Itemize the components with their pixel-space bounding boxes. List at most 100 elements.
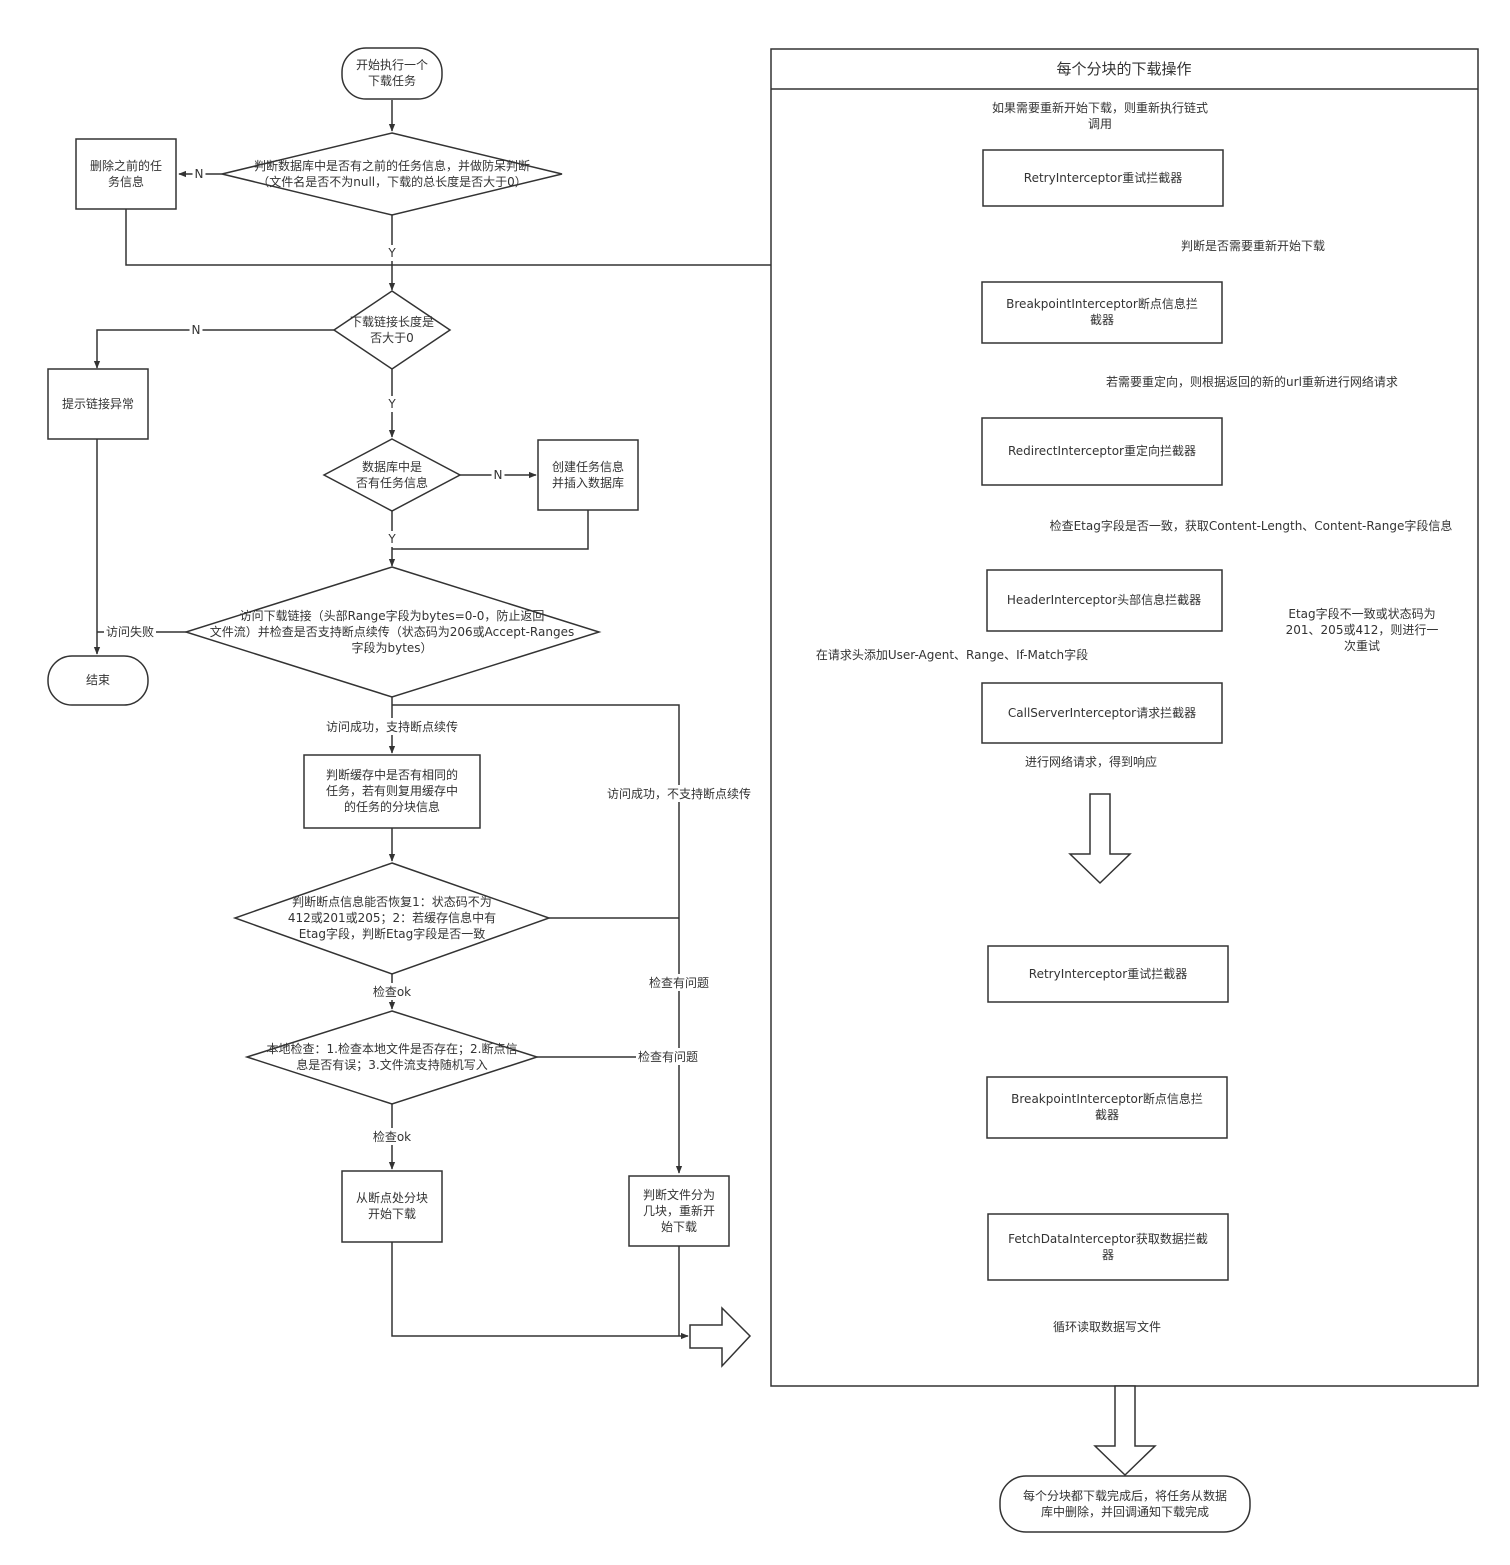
panel-title: 每个分块的下载操作 [1056, 60, 1191, 78]
local-check-decision: 本地检查：1.检查本地文件是否存在；2.断点信息是否有误；3.文件流支持随机写入 [244, 1010, 540, 1105]
connector [93, 329, 334, 369]
start-node: 开始执行一个下载任务 [341, 47, 443, 100]
interceptor-breakpoint-2: BreakpointInterceptor断点信息拦截器 [986, 1076, 1228, 1139]
access-link-decision: 访问下载链接（头部Range字段为bytes=0-0，防止返回文件流）并检查是否… [183, 566, 602, 698]
end-text: 结束 [86, 673, 110, 687]
check-db-text: 判断数据库中是否有之前的任务信息，并做防呆判断（文件名是否不为null，下载的总… [254, 158, 530, 189]
text-line: 库中删除，并回调通知下载完成 [1041, 1504, 1209, 1519]
connector [392, 704, 683, 1174]
db-has-task-text: 数据库中是否有任务信息 [356, 459, 428, 490]
restart-download-box: 判断文件分为几块，重新开始下载 [628, 1175, 730, 1247]
label-background [989, 99, 1211, 132]
text-line: 访问下载链接（头部Range字段为bytes=0-0，防止返回 [240, 608, 545, 623]
label-n-delete: N [195, 167, 204, 181]
text-line: 判断断点信息能否恢复1：状态码不为 [292, 894, 492, 909]
final-text: 每个分块都下载完成后，将任务从数据库中删除，并回调通知下载完成 [1023, 1488, 1227, 1519]
check-db-decision: 判断数据库中是否有之前的任务信息，并做防呆判断（文件名是否不为null，下载的总… [221, 132, 563, 216]
access-link-text: 访问下载链接（头部Range字段为bytes=0-0，防止返回文件流）并检查是否… [210, 608, 574, 655]
check-cache-text: 判断缓存中是否有相同的任务，若有则复用缓存中的任务的分块信息 [326, 767, 458, 814]
panel-down-arrow [1068, 793, 1132, 885]
text-line: 否有任务信息 [356, 475, 428, 490]
text-line: 判断文件分为 [643, 1187, 715, 1202]
text-line: 开始执行一个 [356, 58, 428, 72]
text-line: 结束 [86, 673, 110, 687]
end-node: 结束 [47, 655, 149, 706]
label-background [385, 531, 399, 547]
note-etag: 检查Etag字段是否一致，获取Content-Length、Content-Ra… [1050, 518, 1453, 533]
label-background [1104, 373, 1400, 390]
text-line: 务信息 [108, 174, 144, 189]
text-line: 创建任务信息 [552, 459, 624, 474]
text-line: HeaderInterceptor头部信息拦截器 [1007, 592, 1201, 607]
interceptor-fetchdata-2: FetchDataInterceptor获取数据拦截器 [987, 1213, 1229, 1281]
link-error-box: 提示链接异常 [47, 368, 149, 440]
start-text: 开始执行一个下载任务 [356, 58, 428, 88]
label-background [103, 623, 157, 640]
text-line: FetchDataInterceptor获取数据拦截 [1008, 1231, 1208, 1246]
text-line: 始下载 [661, 1220, 697, 1234]
connector [391, 1242, 689, 1340]
final-node: 每个分块都下载完成后，将任务从数据库中删除，并回调通知下载完成 [999, 1475, 1251, 1533]
text-line: 删除之前的任 [90, 158, 162, 173]
label-background [385, 245, 399, 261]
text-line: 开始下载 [368, 1207, 416, 1221]
db-has-task-decision: 数据库中是否有任务信息 [322, 438, 462, 512]
resume-download-box: 从断点处分块开始下载 [341, 1170, 443, 1243]
note-network: 进行网络请求，得到响应 [1025, 754, 1157, 769]
text-line: RetryInterceptor重试拦截器 [1029, 966, 1187, 981]
text-line: 文件流）并检查是否支持断点续传（状态码为206或Accept-Ranges [210, 624, 574, 639]
label-check-ok-1: 检查ok [373, 984, 411, 999]
interceptor-retry-1-text: RetryInterceptor重试拦截器 [1024, 170, 1182, 185]
interceptor-retry-1: RetryInterceptor重试拦截器 [982, 149, 1224, 207]
text-line: 任务，若有则复用缓存中 [326, 783, 458, 798]
label-background [604, 785, 754, 802]
label-y-task: Y [387, 532, 396, 546]
label-background [370, 1128, 414, 1145]
label-background [491, 467, 505, 483]
label-n-task: N [494, 468, 503, 482]
label-check-problem-2: 检查有问题 [638, 1049, 698, 1064]
text-line: 下载链接长度是 [350, 314, 434, 329]
label-access-ok-resume: 访问成功，支持断点续传 [326, 719, 458, 734]
label-check-problem-1: 检查有问题 [649, 975, 709, 990]
to-panel-arrow [689, 1306, 752, 1368]
label-background [189, 322, 203, 338]
delete-previous-box: 删除之前的任务信息 [75, 138, 177, 210]
text-line: 截器 [1090, 313, 1114, 327]
note-redirect: 若需要重定向，则根据返回的新的url重新进行网络请求 [1106, 374, 1398, 389]
interceptor-fetchdata-2-text: FetchDataInterceptor获取数据拦截器 [1008, 1231, 1208, 1262]
check-cache-box: 判断缓存中是否有相同的任务，若有则复用缓存中的任务的分块信息 [303, 754, 481, 829]
check-length-decision: 下载链接长度是否大于0 [332, 290, 452, 370]
text-line: 的任务的分块信息 [344, 799, 440, 814]
label-background [370, 983, 414, 1000]
label-access-fail: 访问失败 [106, 624, 154, 639]
text-line: 调用 [1088, 117, 1112, 131]
label-background [385, 396, 399, 412]
connector [392, 510, 589, 550]
local-check-text: 本地检查：1.检查本地文件是否存在；2.断点信息是否有误；3.文件流支持随机写入 [267, 1041, 518, 1072]
interceptor-callserver-1-text: CallServerInterceptor请求拦截器 [1008, 706, 1196, 720]
delete-previous-text: 删除之前的任务信息 [90, 158, 162, 189]
text-line: （文件名是否不为null，下载的总长度是否大于0） [257, 174, 527, 189]
text-line: 几块，重新开 [643, 1203, 715, 1218]
interceptor-callserver-1: CallServerInterceptor请求拦截器 [981, 682, 1223, 744]
text-line: 判断缓存中是否有相同的 [326, 767, 458, 782]
label-background [323, 718, 461, 735]
text-line: 如果需要重新开始下载，则重新执行链式 [992, 100, 1208, 115]
interceptor-header-1: HeaderInterceptor头部信息拦截器 [986, 569, 1223, 632]
text-line: 判断数据库中是否有之前的任务信息，并做防呆判断 [254, 158, 530, 173]
text-line: 器 [1102, 1248, 1114, 1262]
label-check-ok-2: 检查ok [373, 1129, 411, 1144]
final-down-arrow [1093, 1385, 1157, 1477]
text-line: 否大于0 [370, 331, 414, 345]
label-background [1022, 753, 1160, 770]
text-line: 每个分块都下载完成后，将任务从数据 [1023, 1488, 1227, 1503]
note-restart: 判断是否需要重新开始下载 [1181, 238, 1325, 253]
text-line: 下载任务 [368, 73, 416, 88]
text-line: BreakpointInterceptor断点信息拦 [1011, 1091, 1203, 1106]
note-headers: 在请求头添加User-Agent、Range、If-Match字段 [816, 647, 1088, 662]
text-line: 412或201或205；2：若缓存信息中有 [288, 910, 496, 925]
